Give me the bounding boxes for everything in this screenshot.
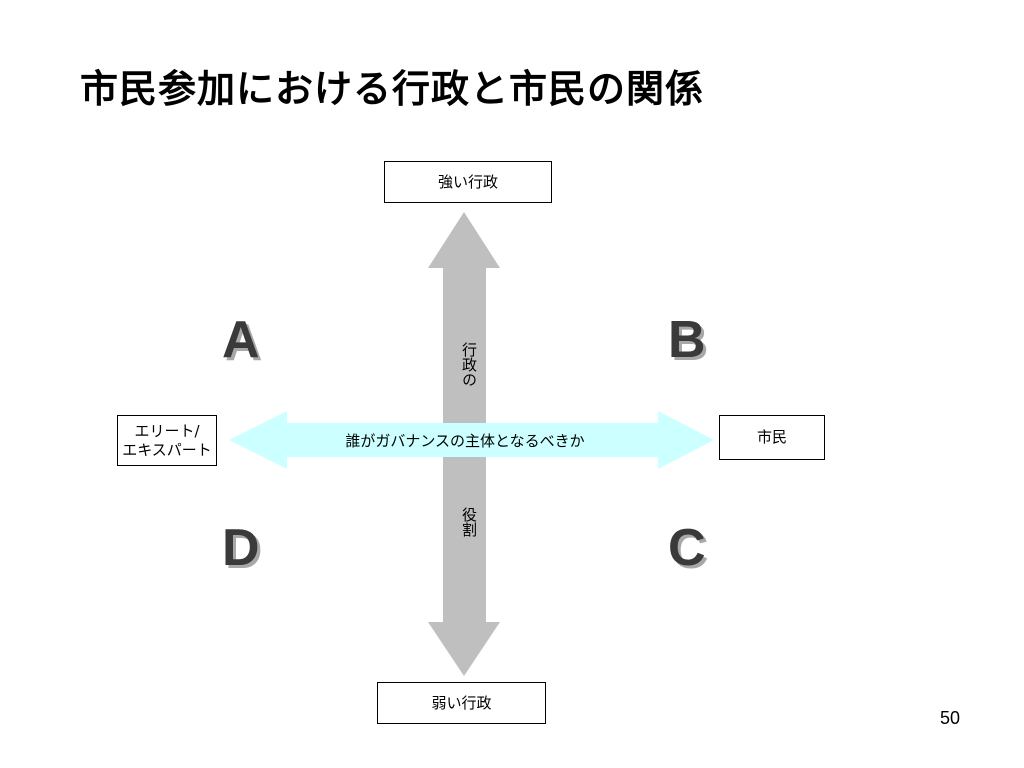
weak-administration-label: 弱い行政: [431, 693, 492, 712]
vertical-axis-lower-text: 役割: [460, 507, 478, 537]
strong-administration-label: 強い行政: [437, 172, 498, 191]
vertical-axis-upper-text: 行政の: [460, 342, 478, 387]
quadrant-d-label: D: [222, 519, 260, 577]
horizontal-axis-text: 誰がガバナンスの主体となるべきか: [345, 432, 585, 450]
elite-expert-label-line2: エキスパート: [122, 440, 212, 459]
weak-administration-box: 弱い行政: [377, 682, 546, 724]
quadrant-c-label: C: [668, 519, 706, 577]
citizen-box: 市民: [719, 415, 825, 460]
quadrant-b-label: B: [668, 311, 706, 369]
horizontal-double-arrow: [229, 411, 714, 469]
strong-administration-box: 強い行政: [384, 161, 552, 203]
slide-title: 市民参加における行政と市民の関係: [80, 67, 705, 111]
elite-expert-label-line1: エリート/: [134, 421, 200, 440]
page-number: 50: [940, 708, 961, 728]
citizen-label: 市民: [756, 428, 787, 447]
elite-expert-box: エリート/ エキスパート: [117, 415, 217, 466]
quadrant-a-label: A: [222, 311, 260, 369]
